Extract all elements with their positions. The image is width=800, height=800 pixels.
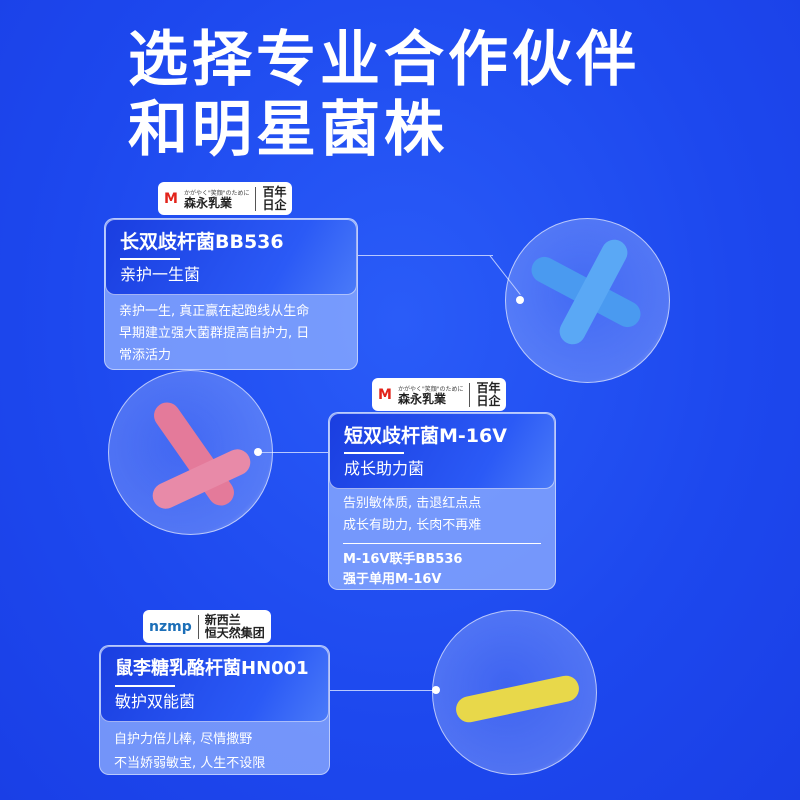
desc-line: 自护力倍儿棒, 尽情撒野 xyxy=(114,732,253,747)
desc-line: 告别敏体质, 击退红点点 xyxy=(343,496,482,511)
brand-name-2: 恒天然集团 xyxy=(204,625,265,640)
desc-line: 不当娇弱敏宝, 人生不设限 xyxy=(114,756,266,771)
divider xyxy=(343,543,541,544)
morinaga-mark-icon: M xyxy=(378,386,392,403)
brand-name: 森永乳業 xyxy=(183,195,232,210)
connector-dot xyxy=(254,448,262,456)
badge-line-1: 百年 xyxy=(262,184,287,199)
connector-line xyxy=(358,255,493,256)
brand-tagline: かがやく"笑顔"のために xyxy=(183,189,250,197)
desc-line: 常添活力 xyxy=(119,348,172,363)
badge-line-2: 日企 xyxy=(262,197,287,212)
bb536-bacteria-image xyxy=(505,218,670,383)
morinaga-mark-icon: M xyxy=(164,190,178,207)
desc-line: 亲护一生, 真正赢在起跑线从生命 xyxy=(119,304,310,319)
morinaga-logo: M かがやく"笑顔"のために森永乳業 百年日企 xyxy=(372,378,507,411)
strain-subtitle: 亲护一生菌 xyxy=(120,265,201,284)
extra-line: M-16V联手BB536 xyxy=(343,552,463,567)
strain-subtitle: 敏护双能菌 xyxy=(115,692,196,711)
connector-line xyxy=(258,452,328,453)
badge-line-2: 日企 xyxy=(476,393,501,408)
headline-line-2: 和明星菌株 xyxy=(128,95,448,165)
brand-tagline: かがやく"笑顔"のために xyxy=(397,385,464,393)
strain-name: 鼠李糖乳酪杆菌HN001 xyxy=(115,658,309,679)
m16v-bacteria-image xyxy=(108,370,273,535)
strain-name: 长双歧杆菌BB536 xyxy=(120,231,284,253)
desc-line: 成长有助力, 长肉不再难 xyxy=(343,518,482,533)
brand-name: 森永乳業 xyxy=(397,391,446,406)
badge-line-1: 百年 xyxy=(476,380,501,395)
hn001-bacteria-image xyxy=(432,610,597,775)
strain-card-m16v: 短双歧杆菌M-16V 成长助力菌 告别敏体质, 击退红点点成长有助力, 长肉不再难… xyxy=(328,412,556,590)
nzmp-logo: nzmp 新西兰恒天然集团 xyxy=(143,610,271,643)
extra-line: 强于单用M-16V xyxy=(343,572,442,587)
connector-line xyxy=(330,690,435,691)
headline-line-1: 选择专业合作伙伴 xyxy=(128,25,640,95)
connector-dot xyxy=(516,296,524,304)
strain-card-bb536: 长双歧杆菌BB536 亲护一生菌 亲护一生, 真正赢在起跑线从生命早期建立强大菌群… xyxy=(104,218,358,370)
strain-name: 短双歧杆菌M-16V xyxy=(344,425,507,447)
divider xyxy=(255,186,257,211)
divider xyxy=(197,614,199,639)
morinaga-logo: M かがやく"笑顔"のために森永乳業 百年日企 xyxy=(158,182,293,215)
strain-card-hn001: 鼠李糖乳酪杆菌HN001 敏护双能菌 自护力倍儿棒, 尽情撒野不当娇弱敏宝, 人生… xyxy=(99,645,330,775)
desc-line: 早期建立强大菌群提高自护力, 日 xyxy=(119,326,310,341)
nzmp-mark-icon: nzmp xyxy=(149,618,192,635)
brand-name: 新西兰 xyxy=(204,612,241,627)
strain-subtitle: 成长助力菌 xyxy=(344,459,425,478)
divider xyxy=(469,382,471,407)
connector-dot xyxy=(432,686,440,694)
